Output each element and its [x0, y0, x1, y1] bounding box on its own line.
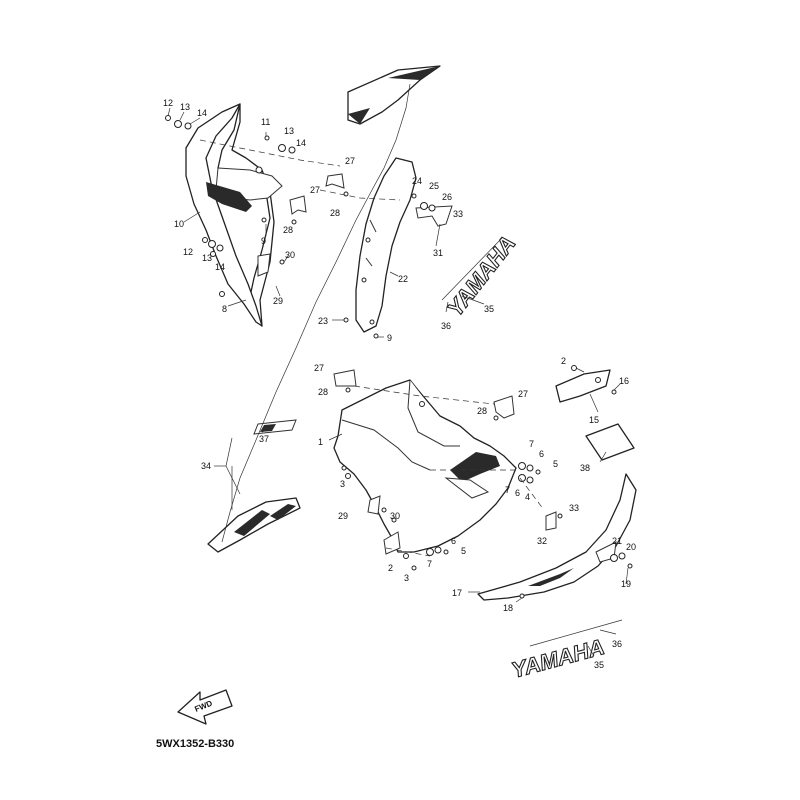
callout-35: 35 [484, 304, 494, 314]
callout-17: 17 [452, 588, 462, 598]
front-cowling-part [333, 379, 517, 555]
callout-34: 34 [201, 461, 211, 471]
callout-1: 1 [318, 437, 323, 447]
callout-28: 28 [477, 406, 487, 416]
callout-11: 11 [261, 117, 270, 127]
callout-35: 35 [594, 660, 604, 670]
callout-9: 9 [387, 333, 392, 343]
upper-decal-part [347, 65, 441, 125]
callout-28: 28 [330, 208, 340, 218]
callout-26: 26 [442, 192, 452, 202]
callout-10: 10 [174, 219, 184, 229]
callout-5: 5 [461, 546, 466, 556]
callout-18: 18 [503, 603, 513, 613]
emblem-decal-part [253, 419, 297, 435]
callout-29: 29 [338, 511, 348, 521]
callout-27: 27 [314, 363, 324, 373]
callout-6: 6 [451, 536, 456, 546]
callout-6: 6 [515, 488, 520, 498]
callout-29: 29 [273, 296, 283, 306]
callout-24: 24 [412, 176, 422, 186]
callout-12: 12 [163, 98, 173, 108]
callout-33: 33 [453, 209, 463, 219]
callout-16: 16 [619, 376, 629, 386]
callout-28: 28 [283, 225, 293, 235]
lower-decal-stripe [529, 619, 623, 647]
callout-27: 27 [345, 156, 355, 166]
callout-13: 13 [284, 126, 294, 136]
callout-33: 33 [569, 503, 579, 513]
forward-direction-arrow: FWD [177, 689, 233, 725]
bracket-part [289, 173, 515, 419]
callout-22: 22 [398, 274, 408, 284]
callout-7: 7 [427, 559, 432, 569]
callout-8: 8 [222, 304, 227, 314]
callout-13: 13 [180, 102, 190, 112]
callout-20: 20 [626, 542, 636, 552]
upper-yamaha-decal-text: YAMAHA [442, 231, 520, 321]
callout-5: 5 [553, 459, 558, 469]
callout-13: 13 [202, 253, 212, 263]
assembly-lines [199, 83, 545, 557]
callout-2: 2 [388, 563, 393, 573]
callout-6: 6 [539, 449, 544, 459]
callout-12: 12 [183, 247, 193, 257]
callout-27: 27 [310, 185, 320, 195]
lower-left-decal-part [207, 497, 301, 553]
upper-decal-stripe [441, 237, 503, 301]
left-inner-cowling-part [185, 103, 283, 327]
callout-36: 36 [441, 321, 451, 331]
callout-9: 9 [261, 236, 266, 246]
callout-32: 32 [537, 536, 547, 546]
cover-plate-part [555, 369, 611, 403]
callout-28: 28 [318, 387, 328, 397]
callout-15: 15 [589, 415, 599, 425]
callout-25: 25 [429, 181, 439, 191]
callout-38: 38 [580, 463, 590, 473]
lower-yamaha-decal-text: YAMAHA [509, 634, 607, 683]
callout-21: 21 [612, 536, 622, 546]
side-panel-part [355, 157, 417, 333]
callout-4: 4 [525, 492, 530, 502]
callout-7: 7 [505, 485, 510, 495]
hardware-group [165, 115, 633, 599]
callout-37: 37 [259, 434, 269, 444]
leader-lines [167, 107, 629, 657]
callout-3: 3 [340, 479, 345, 489]
callout-31: 31 [433, 248, 443, 258]
callout-14: 14 [197, 108, 207, 118]
callout-14: 14 [296, 138, 306, 148]
callout-30: 30 [390, 511, 400, 521]
callout-27: 27 [518, 389, 528, 399]
callout-30: 30 [285, 250, 295, 260]
callout-19: 19 [621, 579, 631, 589]
callout-23: 23 [318, 316, 328, 326]
drawing-number: 5WX1352-B330 [156, 738, 234, 750]
callout-36: 36 [612, 639, 622, 649]
callout-2: 2 [561, 356, 566, 366]
pad-part [585, 423, 635, 461]
callout-14: 14 [215, 262, 225, 272]
callout-labels: 12 13 14 11 13 14 27 27 28 28 9 10 12 13… [163, 98, 636, 670]
callout-7: 7 [529, 439, 534, 449]
callout-3: 3 [404, 573, 409, 583]
